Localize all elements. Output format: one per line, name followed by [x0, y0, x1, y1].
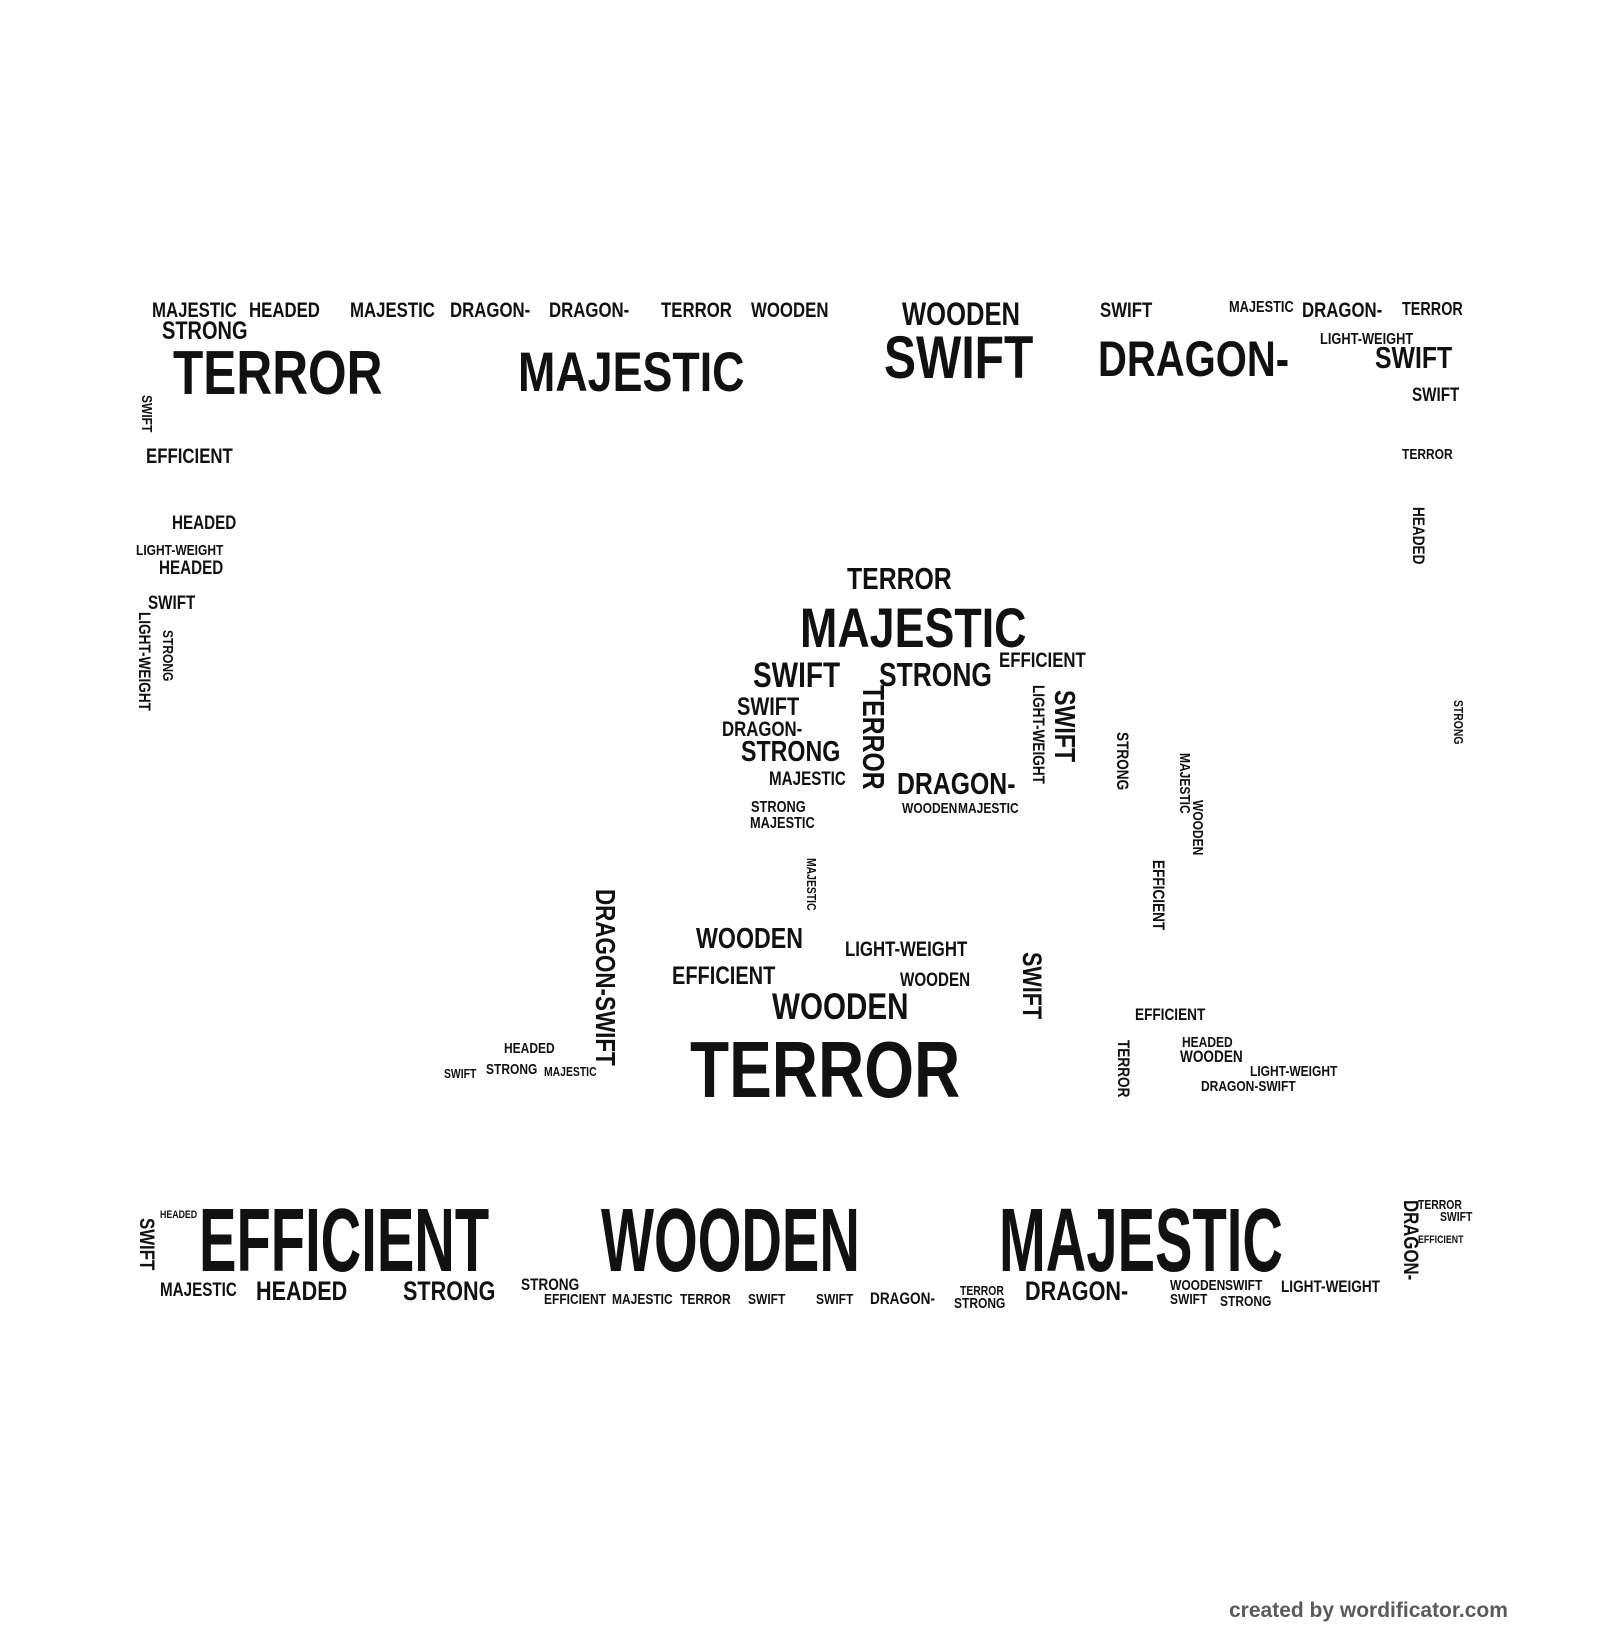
- word: EFFICIENT: [199, 1191, 490, 1291]
- word: MAJESTIC: [800, 596, 1027, 659]
- word: STRONG: [486, 1061, 538, 1078]
- word: EFFICIENT: [1418, 1234, 1464, 1246]
- vertical-word: SWIFT: [135, 1218, 158, 1271]
- word: SWIFT: [748, 1291, 786, 1308]
- vertical-word: WOODEN: [1189, 800, 1206, 856]
- word: MAJESTIC: [1229, 299, 1294, 316]
- word: WOODEN: [902, 800, 958, 817]
- word: MAJESTIC: [152, 299, 237, 322]
- vertical-word: STRONG: [1113, 732, 1132, 791]
- word: LIGHT-WEIGHT: [1320, 331, 1414, 348]
- word: DRAGON-: [549, 299, 630, 322]
- word: EFFICIENT: [999, 649, 1086, 672]
- word: SWIFT: [1225, 1277, 1263, 1294]
- word: STRONG: [1220, 1293, 1272, 1310]
- word: DRAGON-: [450, 299, 531, 322]
- word: HEADED: [159, 558, 224, 579]
- word: EFFICIENT: [1135, 1005, 1206, 1024]
- word: MAJESTIC: [160, 1280, 237, 1301]
- word: HEADED: [172, 513, 237, 534]
- word: STRONG: [751, 799, 806, 816]
- word: LIGHT-WEIGHT: [1281, 1277, 1380, 1296]
- word: LIGHT-WEIGHT: [136, 542, 224, 559]
- word: MAJESTIC: [518, 340, 745, 403]
- vertical-word: TERROR: [1114, 1040, 1133, 1098]
- word: HEADED: [1182, 1034, 1233, 1051]
- vertical-word: SWIFT: [1017, 952, 1047, 1020]
- word: WOODEN: [902, 296, 1021, 332]
- word: STRONG: [403, 1276, 496, 1306]
- word: WOODEN: [601, 1191, 860, 1291]
- word: TERROR: [680, 1291, 731, 1308]
- word: MAJESTIC: [612, 1291, 673, 1308]
- vertical-word: LIGHT-WEIGHT: [135, 612, 154, 711]
- word: STRONG: [741, 736, 841, 768]
- word: STRONG: [162, 317, 248, 345]
- word: MAJESTIC: [769, 769, 846, 790]
- vertical-word: MAJESTIC: [1176, 753, 1193, 814]
- vertical-word: HEADED: [1409, 507, 1428, 565]
- word: TERROR: [847, 561, 952, 596]
- footer-credit: created by wordificator.com: [1229, 1599, 1508, 1622]
- word: TERROR: [960, 1283, 1004, 1298]
- word: SWIFT: [444, 1066, 477, 1081]
- word: WOODEN: [1180, 1047, 1243, 1066]
- word: STRONG: [954, 1295, 1006, 1312]
- word: DRAGON-: [897, 766, 1016, 801]
- word: STRONG: [521, 1275, 580, 1294]
- word: WOODEN: [1170, 1277, 1226, 1294]
- word: TERROR: [1418, 1197, 1462, 1212]
- word: HEADED: [256, 1276, 348, 1306]
- word: WOODEN: [772, 986, 909, 1027]
- word: HEADED: [160, 1209, 198, 1221]
- word: MAJESTIC: [999, 1191, 1283, 1291]
- word: SWIFT: [737, 693, 800, 721]
- vertical-word: LIGHT-WEIGHT: [1029, 685, 1048, 784]
- word: DRAGON-: [1025, 1276, 1129, 1306]
- word: HEADED: [504, 1040, 555, 1057]
- word: SWIFT: [1440, 1209, 1473, 1224]
- vertical-word: TERROR: [856, 685, 891, 790]
- word: SWIFT: [148, 593, 196, 614]
- word: SWIFT: [884, 324, 1034, 391]
- word: LIGHT-WEIGHT: [1250, 1063, 1338, 1080]
- word: SWIFT: [816, 1291, 854, 1308]
- word: DRAGON-: [870, 1289, 935, 1308]
- word: DRAGON-: [722, 718, 803, 741]
- vertical-word: STRONG: [1451, 700, 1466, 745]
- word: SWIFT: [1375, 340, 1453, 375]
- word: SWIFT: [1412, 385, 1460, 406]
- word: DRAGON-: [1098, 331, 1290, 387]
- word: SWIFT: [1170, 1291, 1208, 1308]
- word: EFFICIENT: [146, 445, 233, 468]
- word: MAJESTIC: [958, 800, 1019, 817]
- word: MAJESTIC: [750, 815, 815, 832]
- vertical-word: SWIFT: [1048, 690, 1080, 763]
- word: STRONG: [879, 656, 992, 693]
- word: MAJESTIC: [544, 1064, 597, 1079]
- vertical-word: DRAGON-: [1399, 1200, 1422, 1281]
- word: SWIFT: [753, 656, 841, 695]
- word: TERROR: [690, 1025, 961, 1114]
- vertical-word: DRAGON-SWIFT: [590, 889, 621, 1066]
- word: TERROR: [661, 299, 732, 322]
- word: EFFICIENT: [544, 1291, 606, 1308]
- word: DRAGON-SWIFT: [1201, 1078, 1296, 1095]
- word: DRAGON-: [1302, 299, 1383, 322]
- word: WOODEN: [751, 299, 829, 322]
- vertical-word: STRONG: [159, 630, 176, 682]
- word: TERROR: [1402, 446, 1453, 463]
- word: HEADED: [249, 299, 320, 322]
- vertical-word: SWIFT: [138, 395, 155, 433]
- vertical-word: MAJESTIC: [804, 858, 819, 911]
- word: WOODEN: [900, 970, 971, 991]
- word: LIGHT-WEIGHT: [845, 938, 968, 961]
- word: TERROR: [173, 339, 383, 408]
- word: WOODEN: [696, 923, 803, 955]
- word: MAJESTIC: [350, 299, 435, 322]
- vertical-word: EFFICIENT: [1149, 860, 1168, 931]
- word: TERROR: [1402, 299, 1463, 319]
- word: SWIFT: [1100, 299, 1153, 322]
- word: EFFICIENT: [672, 962, 776, 990]
